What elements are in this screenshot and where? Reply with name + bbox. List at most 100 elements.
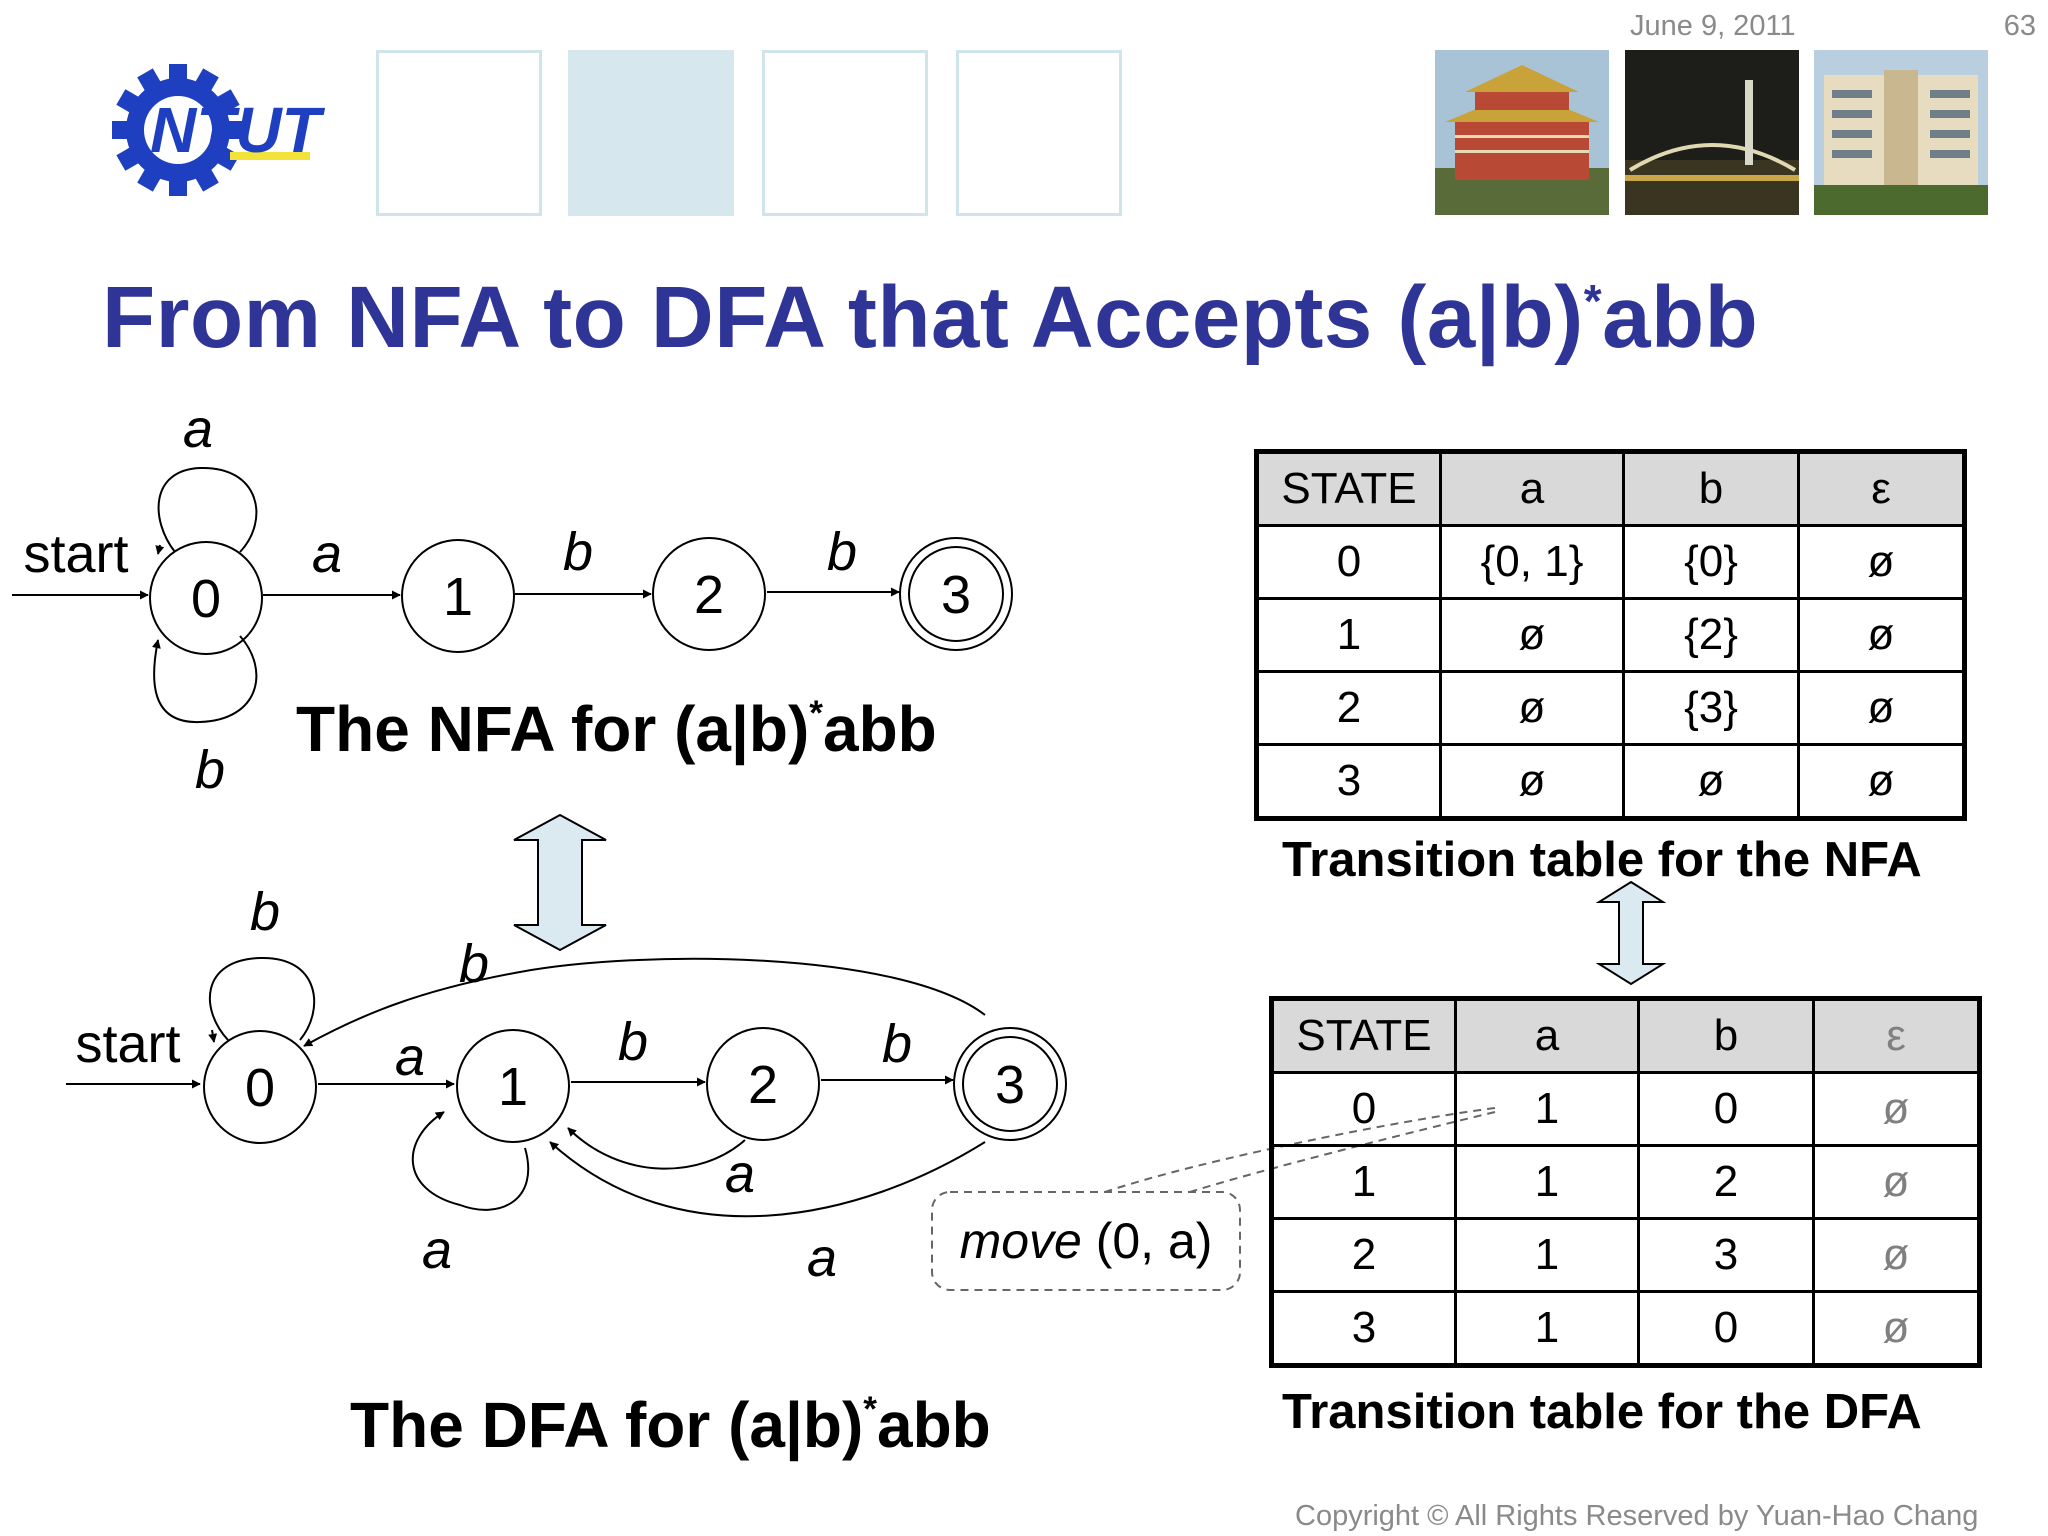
photo-bridge-night bbox=[1625, 50, 1799, 215]
move-callout-box bbox=[931, 1191, 1241, 1291]
table-cell: {0, 1} bbox=[1439, 524, 1625, 600]
dfa-header-a: a bbox=[1454, 997, 1640, 1074]
table-cell: 0 bbox=[1637, 1290, 1815, 1367]
nfa-loop-a-label: a bbox=[183, 399, 213, 459]
table-cell: ø bbox=[1812, 1290, 1981, 1367]
dfa-edge-2-1-label: a bbox=[725, 1144, 755, 1204]
ntut-logo: NTUT bbox=[110, 52, 340, 202]
dfa-state-2 bbox=[706, 1027, 820, 1141]
nfa-edge-1-2-label: b bbox=[563, 522, 593, 582]
photo-building bbox=[1814, 50, 1988, 215]
table-cell: 2 bbox=[1270, 1217, 1457, 1293]
table-cell: 0 bbox=[1637, 1071, 1815, 1147]
dfa-state-3-label: 3 bbox=[995, 1055, 1025, 1115]
table-cell: 2 bbox=[1637, 1144, 1815, 1220]
nfa-loop-b-label: b bbox=[195, 740, 225, 800]
dfa-edge-2-3-label: b bbox=[882, 1014, 912, 1074]
dfa-state-0-label: 0 bbox=[245, 1058, 275, 1118]
nfa-dfa-table-equivalence-arrow bbox=[1596, 880, 1666, 986]
dfa-caption: The DFA for (a|b)*abb bbox=[350, 1388, 991, 1462]
photo-palace bbox=[1435, 50, 1609, 215]
table-cell: 2 bbox=[1255, 670, 1442, 746]
dfa-state-3 bbox=[953, 1027, 1067, 1141]
nfa-header-epsilon: ε bbox=[1797, 450, 1966, 527]
nfa-table-caption: Transition table for the NFA bbox=[1282, 833, 1922, 887]
table-cell: 1 bbox=[1255, 597, 1442, 673]
table-cell: {0} bbox=[1622, 524, 1800, 600]
move-callout-text: move (0, a) bbox=[960, 1213, 1213, 1269]
table-cell: ø bbox=[1439, 670, 1625, 746]
move-callout-italic: move bbox=[960, 1213, 1082, 1269]
title-tail: abb bbox=[1602, 269, 1759, 366]
nfa-diagram bbox=[12, 466, 1013, 724]
nfa-state-1 bbox=[401, 539, 515, 653]
table-cell: ø bbox=[1812, 1144, 1981, 1220]
table-row: 1 1 2 ø bbox=[1270, 1144, 1981, 1220]
dfa-start-label: start bbox=[75, 1014, 180, 1074]
table-cell: 3 bbox=[1255, 743, 1442, 820]
dfa-caption-tail: abb bbox=[876, 1389, 991, 1461]
table-cell: ø bbox=[1797, 597, 1966, 673]
table-cell: 3 bbox=[1637, 1217, 1815, 1293]
table-cell: 1 bbox=[1270, 1144, 1457, 1220]
nfa-table-header-row: STATE a b ε bbox=[1255, 450, 1966, 527]
move-callout-rest: (0, a) bbox=[1082, 1213, 1213, 1269]
title-sup: * bbox=[1583, 275, 1603, 327]
dfa-table-caption: Transition table for the DFA bbox=[1282, 1385, 1922, 1439]
dfa-state-1-label: 1 bbox=[498, 1057, 528, 1117]
nfa-loop-b-0 bbox=[152, 635, 258, 724]
dfa-edge-2-1 bbox=[567, 1127, 746, 1170]
nfa-edge-0-1-label: a bbox=[312, 524, 342, 584]
dfa-state-2-label: 2 bbox=[748, 1055, 778, 1115]
dfa-edge-3-1-label: a bbox=[807, 1228, 837, 1288]
table-cell: ø bbox=[1797, 524, 1966, 600]
dfa-header-state: STATE bbox=[1270, 997, 1457, 1074]
title-main: From NFA to DFA that Accepts (a|b) bbox=[102, 269, 1584, 366]
table-row: 3 1 0 ø bbox=[1270, 1290, 1981, 1367]
dfa-edge-3-1 bbox=[549, 1141, 986, 1218]
slide-title: From NFA to DFA that Accepts (a|b)*abb bbox=[102, 268, 1758, 368]
nfa-edge-2-3-label: b bbox=[827, 522, 857, 582]
copyright-footer: Copyright © All Rights Reserved by Yuan-… bbox=[1295, 1500, 1979, 1532]
gear-logo-icon: NTUT bbox=[112, 64, 326, 196]
dfa-loop-a-1 bbox=[411, 1111, 530, 1211]
page-number: 63 bbox=[2003, 10, 2036, 42]
header-box-4 bbox=[956, 50, 1122, 216]
table-row: 3 ø ø ø bbox=[1255, 743, 1966, 820]
table-cell: 3 bbox=[1270, 1290, 1457, 1367]
dfa-loop-a-1-label: a bbox=[422, 1220, 452, 1280]
table-cell: 0 bbox=[1270, 1071, 1457, 1147]
dfa-caption-sup: * bbox=[863, 1390, 877, 1429]
nfa-state-2-label: 2 bbox=[694, 565, 724, 625]
dfa-edge-1-2-label: b bbox=[618, 1012, 648, 1072]
table-cell: {2} bbox=[1622, 597, 1800, 673]
nfa-header-state: STATE bbox=[1255, 450, 1442, 527]
table-cell: ø bbox=[1439, 743, 1625, 820]
header-box-2 bbox=[568, 50, 734, 216]
nfa-header-b: b bbox=[1622, 450, 1800, 527]
table-cell: {3} bbox=[1622, 670, 1800, 746]
dfa-edge-0-1-label: a bbox=[395, 1027, 425, 1087]
table-cell: ø bbox=[1812, 1071, 1981, 1147]
table-cell: 0 bbox=[1255, 524, 1442, 600]
table-cell: ø bbox=[1622, 743, 1800, 820]
table-cell: ø bbox=[1812, 1217, 1981, 1293]
dfa-diagram bbox=[66, 956, 1067, 1218]
nfa-state-3-accept-ring bbox=[908, 546, 1004, 642]
dfa-edge-3-0 bbox=[303, 957, 986, 1047]
nfa-state-2 bbox=[652, 537, 766, 651]
automata-diagrams: start 0 1 2 3 a b a b b bbox=[12, 399, 1067, 1288]
nfa-state-0-label: 0 bbox=[191, 569, 221, 629]
nfa-dfa-equivalence-arrow bbox=[513, 813, 607, 952]
dfa-state-1 bbox=[456, 1029, 570, 1143]
nfa-state-1-label: 1 bbox=[443, 567, 473, 627]
table-row: 0 {0, 1} {0} ø bbox=[1255, 524, 1966, 600]
nfa-caption-tail: abb bbox=[822, 693, 937, 765]
logo-text: NTUT bbox=[150, 94, 326, 166]
dfa-edge-3-0-label: b bbox=[459, 934, 489, 994]
nfa-caption-main: The NFA for (a|b) bbox=[296, 693, 810, 765]
header-box-3 bbox=[762, 50, 928, 216]
table-cell: ø bbox=[1797, 670, 1966, 746]
nfa-caption-sup: * bbox=[809, 694, 823, 733]
dfa-header-epsilon: ε bbox=[1812, 997, 1981, 1074]
